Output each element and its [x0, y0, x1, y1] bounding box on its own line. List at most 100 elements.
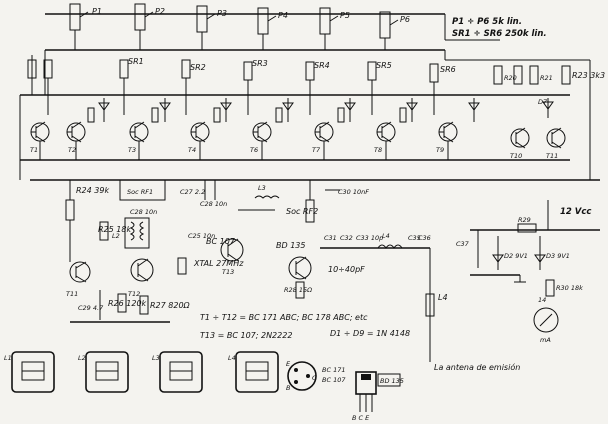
label-r30: R30 18k	[556, 284, 583, 292]
label-p4: P4	[278, 11, 288, 20]
label-bc107: BC 107	[206, 237, 236, 246]
label-xtal: XTAL 27MHz	[193, 259, 244, 268]
final-rf-stage: Soc RF2 C30 10nF BD 135 R28 15Ω C31 C32 …	[276, 180, 520, 372]
label-c33: C33 10p	[356, 234, 383, 242]
label-t10: T10	[510, 152, 522, 160]
potentiometer-p4: P4	[257, 7, 288, 50]
label-r28: R28 15Ω	[284, 286, 312, 294]
label-d7: D7	[538, 98, 548, 106]
notes: T1 ÷ T12 = BC 171 ABC; BC 178 ABC; etc T…	[200, 313, 410, 340]
label-pkg-bd135: BD 135	[380, 377, 404, 385]
label-p1: P1	[92, 7, 102, 16]
note-line3: D1 ÷ D9 = 1N 4148	[330, 329, 410, 338]
label-sr1: SR1	[128, 57, 144, 66]
coil-package-l4: L4	[228, 351, 279, 393]
label-c26: C28 10n	[130, 208, 157, 216]
label-pkg-l2: L2	[78, 354, 86, 362]
label-t4: T4	[188, 146, 196, 154]
top-bus	[44, 13, 590, 95]
label-r23: R23 3k3	[572, 71, 605, 80]
oscillator-cell-2: T3 SR1	[119, 57, 171, 160]
potentiometer-p2: P2	[134, 3, 165, 50]
label-t6: T6	[250, 146, 258, 154]
label-r27: R27 820Ω	[150, 301, 191, 310]
label-sr3: SR3	[252, 59, 268, 68]
note-line1: T1 ÷ T12 = BC 171 ABC; BC 178 ABC; etc	[200, 313, 368, 322]
label-pkg-l1: L1	[4, 354, 12, 362]
label-p2: P2	[155, 7, 165, 16]
label-t3: T3	[128, 146, 136, 154]
label-cap-var: 10÷40pF	[328, 265, 365, 274]
label-l4: L4	[438, 293, 448, 302]
label-t11: T11	[546, 152, 558, 160]
header-note-line1: P1 ÷ P6 5k lin.	[452, 17, 522, 27]
label-c30: C30 10nF	[338, 188, 369, 196]
potentiometer-p5: P5	[319, 7, 350, 50]
label-r21: R21	[540, 74, 553, 82]
oscillator-cell-6: T8 SR5	[367, 61, 418, 160]
label-c35: C35	[408, 234, 421, 242]
header-note-line2: SR1 ÷ SR6 250k lin.	[452, 29, 547, 39]
label-bd135: BD 135	[276, 241, 305, 250]
pins-bce: B C E	[352, 414, 370, 422]
label-pkg-l3: L3	[152, 354, 160, 362]
label-c37: C37	[456, 240, 470, 248]
label-c29: C29 4.7	[78, 304, 104, 312]
label-zener-2: D3 9V1	[546, 252, 570, 260]
label-l4-top: L4	[382, 232, 390, 240]
label-t13: T13	[222, 268, 234, 276]
label-sr4: SR4	[314, 61, 330, 70]
pin-b: B	[286, 384, 291, 392]
driver-stage: C28 10n L3 BC 107 T13	[200, 180, 280, 276]
label-soc-rf1: Soc RF1	[127, 188, 153, 196]
label-r25: R25 18k	[98, 225, 131, 234]
label-sr5: SR5	[376, 61, 392, 70]
power-section: 12 Vcc R29 C37 D2 9V1 D3 9V1 R30 18k 14 …	[456, 200, 600, 344]
label-zener-1: D2 9V1	[504, 252, 528, 260]
oscillator-cell-3: T4 SR2	[181, 59, 232, 160]
label-c31: C31	[324, 234, 337, 242]
label-r20: R20	[504, 74, 517, 82]
transistor-pinout-to18: E B C BC 171 BC 107	[286, 360, 346, 392]
coil-package-l1: L1	[4, 351, 55, 393]
label-c32: C32	[340, 234, 353, 242]
label-c36: C36	[418, 234, 431, 242]
label-l3: L3	[258, 184, 266, 192]
label-t7: T7	[312, 146, 321, 154]
label-p3: P3	[217, 9, 227, 18]
label-r29: R29	[518, 216, 531, 224]
pin-c: C	[312, 374, 317, 382]
label-c25: C25 10n	[188, 232, 215, 240]
label-sr6: SR6	[440, 65, 456, 74]
label-t11-osc: T11	[66, 290, 78, 298]
rf-oscillator-section: R24 39k T11 R25 18k L2 T12 XTAL 27MHz So…	[65, 179, 244, 323]
transistor-pinout-to126: BD 135 B C E	[352, 371, 404, 422]
label-14: 14	[538, 296, 546, 304]
label-r24: R24 39k	[76, 186, 109, 195]
potentiometer-p1: P1	[69, 3, 102, 50]
potentiometer-p3: P3	[196, 5, 227, 50]
label-t9: T9	[436, 146, 444, 154]
coil-package-l2: L2	[78, 351, 129, 393]
antenna-note: La antena de emisión	[434, 362, 520, 372]
coil-package-l3: L3	[152, 351, 203, 393]
label-soc-rf2: Soc RF2	[286, 207, 318, 216]
label-l2: L2	[112, 232, 120, 240]
label-t2: T2	[68, 146, 76, 154]
label-r26: R26 120k	[108, 299, 147, 308]
label-t12: T12	[128, 290, 140, 298]
pin-e: E	[286, 360, 291, 368]
oscillator-cell-5: T7 SR4	[305, 61, 356, 160]
label-t1: T1	[30, 146, 38, 154]
label-c28: C28 10n	[200, 200, 227, 208]
label-meter: mA	[540, 336, 551, 344]
potentiometer-p6: P6	[379, 11, 410, 50]
label-pkg-l4: L4	[228, 354, 236, 362]
output-stage-top-right: R20 R21 R23 3k3 T10 T11 D7	[493, 60, 605, 180]
label-t8: T8	[374, 146, 382, 154]
label-pkg-bc171: BC 171	[322, 366, 345, 374]
label-p6: P6	[400, 15, 410, 24]
label-p5: P5	[340, 11, 350, 20]
label-c27: C27 2.2	[180, 188, 205, 196]
